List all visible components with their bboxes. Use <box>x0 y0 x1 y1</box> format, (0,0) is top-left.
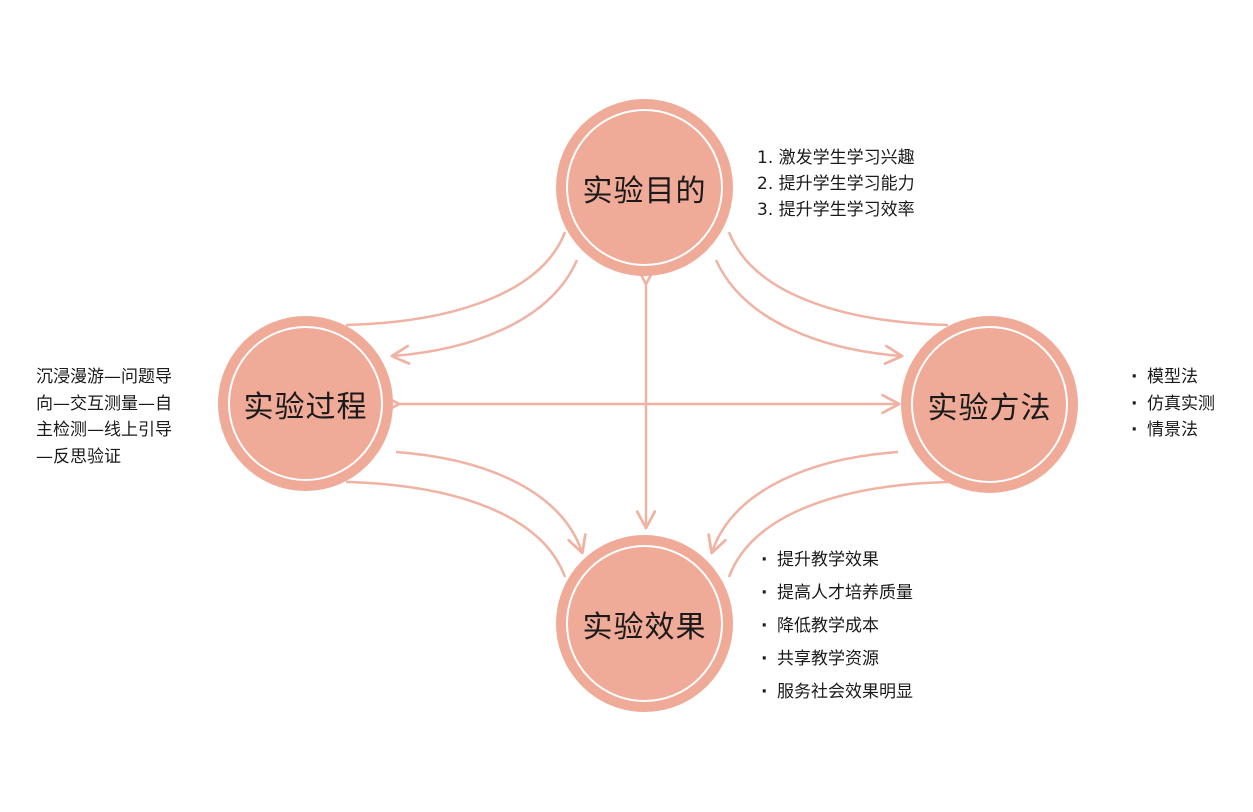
effect-notes: 提升教学效果 提高人才培养质量 降低教学成本 共享教学资源 服务社会效果明显 <box>761 544 913 709</box>
goal-to-method-arrow <box>714 259 904 365</box>
goal-notes: 1. 激发学生学习兴趣 2. 提升学生学习能力 3. 提升学生学习效率 <box>757 145 915 223</box>
node-effect: 实验效果 <box>556 535 733 712</box>
goal-note-item: 2. 提升学生学习能力 <box>757 174 915 194</box>
goal-to-method-outer-curve <box>727 231 949 327</box>
effect-note-item: 服务社会效果明显 <box>761 676 913 709</box>
process-to-effect-arrow <box>395 450 587 555</box>
method-note-item: 情景法 <box>1131 417 1215 444</box>
process-notes: 沉浸漫游—问题导 向—交互测量—自 主检测—线上引导 —反思验证 <box>36 364 172 470</box>
node-goal-ring <box>566 109 723 266</box>
method-note-item: 模型法 <box>1131 364 1215 391</box>
goal-to-process-outer-curve <box>345 231 567 327</box>
node-process: 实验过程 <box>218 316 393 491</box>
node-method-label: 实验方法 <box>927 390 1052 426</box>
process-note-line: 向—交互测量—自 <box>36 393 172 414</box>
goal-note-item: 1. 激发学生学习兴趣 <box>757 148 915 168</box>
effect-note-item: 提升教学效果 <box>761 544 913 577</box>
process-note-line: 主检测—线上引导 <box>36 420 172 440</box>
node-goal: 实验目的 <box>556 99 733 276</box>
node-process-ring <box>228 326 383 481</box>
effect-note-item: 降低教学成本 <box>761 610 913 643</box>
node-process-label: 实验过程 <box>243 389 368 425</box>
method-to-effect-outer-curve <box>727 480 949 578</box>
node-effect-ring <box>566 545 723 702</box>
process-note-line: —反思验证 <box>36 446 121 467</box>
node-method: 实验方法 <box>901 316 1078 493</box>
method-notes: 模型法 仿真实测 情景法 <box>1131 364 1215 444</box>
goal-note-item: 3. 提升学生学习效率 <box>757 200 915 220</box>
node-effect-label: 实验效果 <box>582 609 707 645</box>
method-to-effect-arrow <box>707 450 899 555</box>
process-to-effect-outer-curve <box>345 480 567 578</box>
process-note-line: 沉浸漫游—问题导 <box>36 367 172 387</box>
node-goal-label: 实验目的 <box>582 173 707 209</box>
method-note-item: 仿真实测 <box>1131 391 1215 418</box>
effect-note-item: 共享教学资源 <box>761 643 913 676</box>
node-method-ring <box>911 326 1068 483</box>
goal-to-process-arrow <box>390 259 579 365</box>
effect-note-item: 提高人才培养质量 <box>761 577 913 610</box>
